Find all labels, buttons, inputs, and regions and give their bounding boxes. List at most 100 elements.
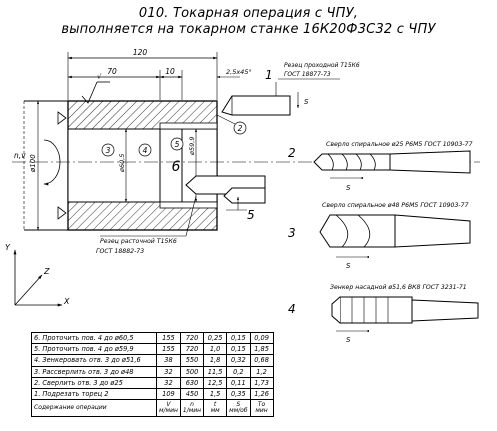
sheet-title-line-1: 010. Токарная операция с ЧПУ, xyxy=(138,6,359,21)
table-cell-operation: 3. Рассверлить отв. 3 до ø48 xyxy=(31,365,157,378)
tool-1-name-line-2: ГОСТ 18877-73 xyxy=(284,71,331,78)
table-cell-value: 32 xyxy=(156,376,181,389)
tool-4-countersink: 4 S Зенкер насадной ø51,6 ВК8 ГОСТ 3231-… xyxy=(288,284,479,344)
table-cell-operation: 1. Подрезать торец 2 xyxy=(31,387,157,401)
tool-2-name: Сверло спиральное ø25 Р6М5 ГОСТ 10903-77 xyxy=(326,141,473,148)
table-cell-value: 0,15 xyxy=(226,343,251,356)
surface-markers: 3 4 5 2 xyxy=(101,114,247,157)
table-cell-operation: 2. Сверлить отв. 3 до ø25 xyxy=(31,376,157,389)
table-header-s-unit: мм/об xyxy=(229,407,248,415)
table-cell-value: 109 xyxy=(156,387,181,401)
axis-x-label: X xyxy=(63,297,70,306)
table-header-to-symbol: То xyxy=(257,401,266,409)
surface-3-label: 3 xyxy=(106,146,111,155)
table-cell-value: 0,32 xyxy=(226,354,251,367)
table-cell-operation: 5. Проточить пов. 4 до ø59,9 xyxy=(31,343,157,356)
dimension-diameter-605: ø60,5 xyxy=(118,128,128,203)
table-header-n-unit: 1/мин xyxy=(182,407,202,415)
position-6-label: 6 xyxy=(172,159,181,175)
tool-5-name-line-1: Резец расточной Т15К6 xyxy=(100,238,177,245)
table-header-n-symbol: n xyxy=(190,401,194,409)
table-header-t-unit: мм xyxy=(210,407,220,415)
table-cell-value: 550 xyxy=(179,354,205,367)
table-header-operation: Содержание операции xyxy=(31,399,157,418)
table-header-s-symbol: S xyxy=(236,401,241,409)
workpiece xyxy=(67,100,218,231)
table-cell-value: 1,2 xyxy=(249,365,274,378)
axis-z-label: Z xyxy=(43,267,50,276)
surface-2-label: 2 xyxy=(238,124,243,133)
surface-5-label: 5 xyxy=(175,140,180,149)
table-cell-value: 0,15 xyxy=(226,331,251,345)
dimension-diameter-100: ø100 xyxy=(29,100,40,231)
dim-dia-100-label: ø100 xyxy=(29,154,37,173)
tool-4-name: Зенкер насадной ø51,6 ВК8 ГОСТ 3231-71 xyxy=(330,284,467,291)
table-cell-value: 720 xyxy=(179,331,205,345)
table-cell-operation: 6. Проточить пов. 4 до ø60,5 xyxy=(31,331,157,345)
roughness-mark: √ xyxy=(81,73,110,104)
position-4-label: 4 xyxy=(288,302,296,316)
table-cell-value: 1,73 xyxy=(249,376,274,389)
tool-1-name-line-1: Резец проходной Т15К6 xyxy=(284,62,360,69)
dim-dia-605-label: ø60,5 xyxy=(118,154,126,173)
dim-chamfer-label: 2,5x45° xyxy=(226,68,252,76)
tool-3-name: Сверло спиральное ø48 Р6М5 ГОСТ 10903-77 xyxy=(322,202,469,209)
table-header-to-unit: мин xyxy=(255,407,268,415)
table-cell-value: 0,35 xyxy=(226,387,251,401)
table-cell-value: 12,5 xyxy=(203,376,228,389)
table-cell-value: 450 xyxy=(179,387,205,401)
table-header-v-symbol: V xyxy=(166,401,171,409)
table-cell-value: 155 xyxy=(156,343,181,356)
table-cell-value: 155 xyxy=(156,331,181,345)
table-cell-value: 38 xyxy=(156,354,181,367)
table-cell-value: 11,5 xyxy=(203,365,228,378)
position-2-label: 2 xyxy=(288,146,296,160)
table-cell-value: 0,68 xyxy=(249,354,274,367)
dimension-segments: 70 10 2,5x45° xyxy=(67,67,252,100)
position-1-label: 1 xyxy=(265,68,273,82)
rotation-label: n,v xyxy=(14,151,26,160)
tool-1-facing-cutter: 1 Резец проходной Т15К6 ГОСТ 18877-73 S xyxy=(221,62,360,116)
roughness-symbol: √ xyxy=(97,73,102,81)
tool-3-feed-label: S xyxy=(346,262,351,270)
table-cell-value: 1,26 xyxy=(249,387,274,401)
dim-dia-599-label: ø59,9 xyxy=(188,137,196,156)
table-cell-value: 0,11 xyxy=(226,376,251,389)
table-cell-value: 500 xyxy=(179,365,205,378)
tool-4-feed-label: S xyxy=(346,336,351,344)
dimension-overall-length: 120 xyxy=(67,48,218,100)
table-cell-value: 720 xyxy=(179,343,205,356)
dim-120-label: 120 xyxy=(133,48,148,57)
surface-4-label: 4 xyxy=(143,146,148,155)
table-cell-value: 0,09 xyxy=(249,331,274,345)
table-cell-value: 0,25 xyxy=(203,331,228,345)
table-cell-value: 0,2 xyxy=(226,365,251,378)
dim-70-label: 70 xyxy=(107,67,117,76)
table-cell-value: 630 xyxy=(179,376,205,389)
tool-1-feed-label: S xyxy=(304,98,309,106)
table-cell-value: 1,5 xyxy=(203,387,228,401)
table-cell-value: 1,0 xyxy=(203,343,228,356)
dim-10-label: 10 xyxy=(165,67,175,76)
coordinate-axes: Y X Z xyxy=(5,243,70,307)
table-cell-operation: 4. Зенкеровать отв. 3 до ø51,6 xyxy=(31,354,157,367)
rotation-indicator: n,v xyxy=(14,139,61,186)
table-cell-value: 1,85 xyxy=(249,343,274,356)
position-5-label: 5 xyxy=(247,208,255,222)
table-header-v-unit: м/мин xyxy=(159,407,178,415)
sheet-title-line-2: выполняется на токарном станке 16К20Ф3С3… xyxy=(61,22,436,37)
tool-5-boring-cutter: 5 Резец расточной Т15К6 ГОСТ 18882-73 xyxy=(96,175,266,255)
